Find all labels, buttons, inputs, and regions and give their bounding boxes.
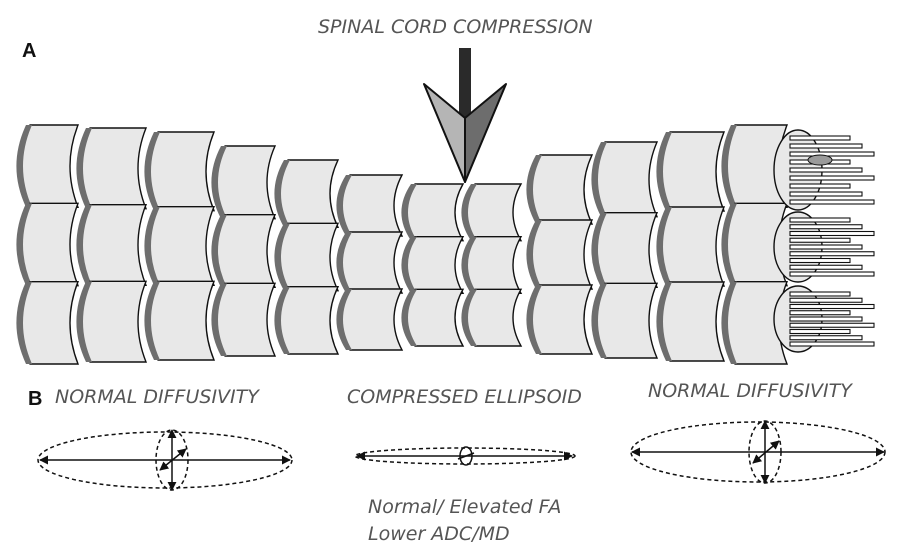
axon-segment [16,203,78,285]
axon-segment [656,282,724,361]
axon-segment [336,175,402,236]
axon-segment [401,289,463,346]
right-diffusion-ellipsoid [631,421,885,483]
nerve-fiber [790,225,862,229]
nerve-fiber [790,176,874,180]
nerve-fiber [790,200,874,204]
axon-segment [211,283,275,356]
axon-segment [76,205,146,286]
axon-segment [144,132,214,211]
axon-segment [401,184,463,241]
axon-segment [274,287,338,354]
nerve-fiber [790,342,874,346]
nerve-fiber [790,168,862,172]
axon-segment [461,289,521,346]
nerve-fiber [790,259,850,263]
nerve-fiber [790,218,850,222]
nerve-fiber [790,330,850,334]
axon-segment [76,128,146,209]
axon-segment [76,281,146,362]
axon-segment [591,142,657,217]
axon-segment [656,132,724,211]
nerve-fiber [790,232,874,236]
axon-segment [274,223,338,290]
axon-segment [211,146,275,219]
axon-segment [144,281,214,360]
axon-segment [336,289,402,350]
nerve-fiber [790,144,862,148]
axon-segment [16,125,78,207]
nerve-fiber [790,252,874,256]
axon-segments [16,125,787,364]
axon-segment [526,220,592,289]
nerve-fiber [790,336,862,340]
axon-segment [591,283,657,358]
nerve-fiber [790,317,862,321]
nerve-fiber [790,305,874,309]
left-diffusion-ellipsoid [38,430,292,490]
down-arrow-icon [424,48,506,182]
nerve-fiber [790,311,850,315]
axon-segment [274,160,338,227]
axon-segment [461,237,521,294]
nerve-fiber [790,136,850,140]
nerve-fiber [790,265,862,269]
axon-segment [16,282,78,364]
fiber-bundle-cap [808,155,832,165]
nerve-fiber [790,238,850,242]
nerve-fiber [790,245,862,249]
axon-segment [144,207,214,286]
axon-segment [656,207,724,286]
nerve-fiber [790,152,874,156]
nerve-fiber [790,192,862,196]
axon-segment [591,213,657,288]
compressed-diffusion-ellipsoid [355,447,575,465]
axon-segment [526,285,592,354]
nerve-fiber [790,298,862,302]
nerve-fiber [790,272,874,276]
nerve-fiber [790,323,874,327]
axon-segment [526,155,592,224]
axon-segment [336,232,402,293]
axon-segment [401,237,463,294]
axon-segment [211,215,275,288]
nerve-fiber-bundles [774,130,874,352]
nerve-fiber [790,292,850,296]
nerve-fiber [790,184,850,188]
axon-segment [461,184,521,241]
